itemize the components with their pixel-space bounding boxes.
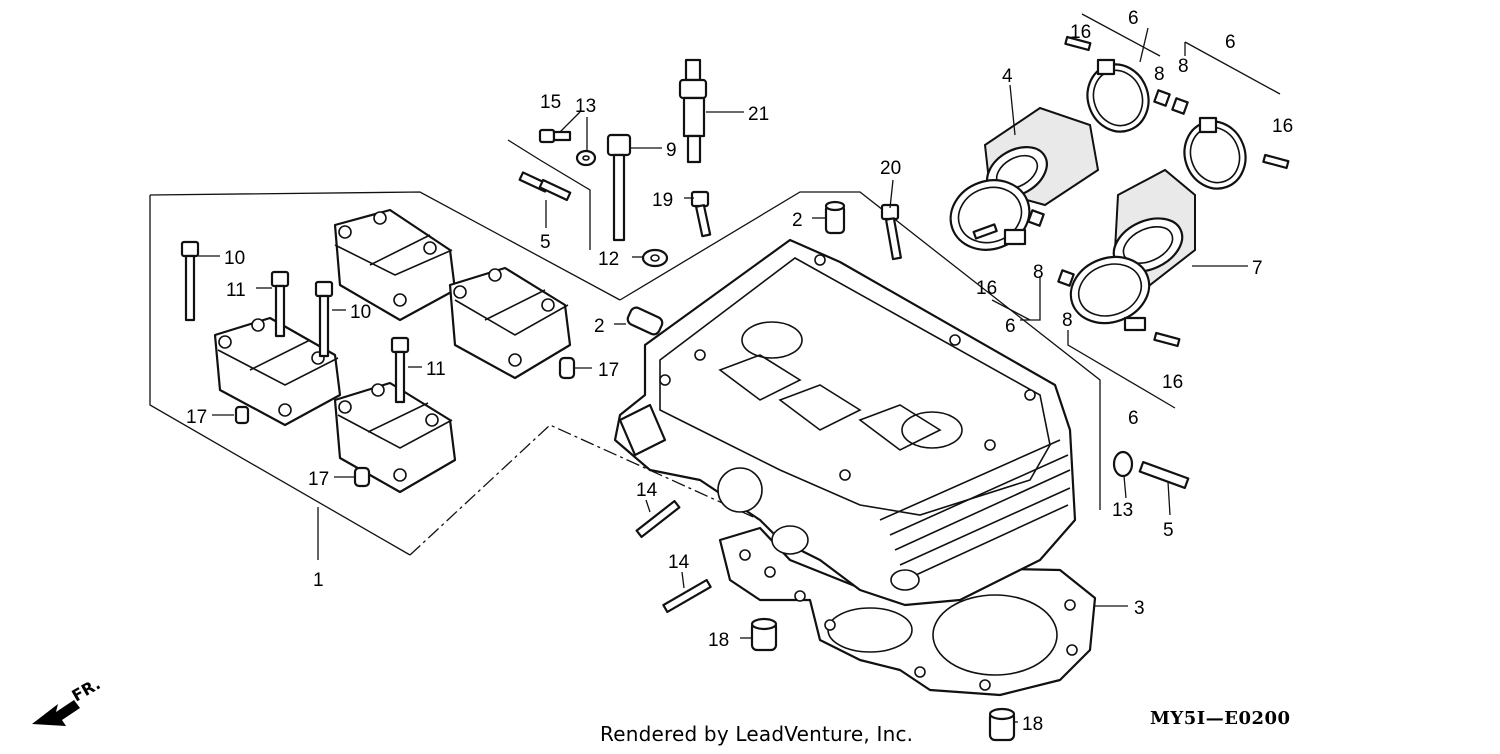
dowel-18-middle: [750, 617, 778, 652]
callout-20: 20: [880, 158, 901, 179]
callout-11: 11: [226, 280, 246, 301]
clip-nut-8-a: [1153, 89, 1171, 107]
callout-6: 6: [1005, 316, 1016, 337]
clamp-screw-16-a: [1064, 35, 1092, 52]
dowel-pin-2-middle: [626, 306, 664, 336]
camshaft-holder-upper-right: [448, 266, 572, 380]
insulator-7: [1112, 168, 1196, 287]
callout-9: 9: [666, 140, 677, 161]
callout-16: 16: [976, 278, 997, 299]
callout-6: 6: [1128, 408, 1139, 429]
callout-leaders: [198, 27, 1248, 723]
stud-14-lower: [662, 578, 712, 614]
callout-5: 5: [1163, 520, 1174, 541]
front-direction-marker: FR.: [32, 680, 104, 726]
callout-10: 10: [350, 302, 371, 323]
clamp-6-insulator-4-inner: [949, 179, 1031, 251]
holder-bolt-11-right: [390, 336, 410, 404]
camshaft-holder-group-outline: [149, 191, 761, 560]
callout-21: 21: [748, 104, 769, 125]
callout-13: 13: [575, 96, 596, 117]
callout-12: 12: [598, 249, 619, 270]
callout-labels: 16 6 8 8 6 16 4 15 13 21 9 19 20 2 5 12 …: [186, 8, 1293, 735]
washer-13-right: [1112, 450, 1134, 478]
stud-bolt-5-right: [1138, 460, 1190, 490]
callout-18: 18: [708, 630, 729, 651]
callout-17: 17: [186, 407, 207, 428]
holder-bolt-10-right: [314, 280, 334, 358]
plug-seal-group-outline: [507, 139, 591, 250]
callout-8: 8: [1154, 64, 1165, 85]
spark-plug-21: [678, 58, 708, 164]
callout-6: 6: [1225, 32, 1236, 53]
clamp-screw-16-d: [1153, 331, 1181, 348]
insulator-4: [983, 106, 1100, 207]
stud-14-upper: [635, 499, 681, 539]
dowel-17-left: [234, 405, 250, 425]
callout-18: 18: [1022, 714, 1043, 735]
holder-bolt-10-left: [180, 240, 200, 322]
callout-7: 7: [1252, 258, 1263, 279]
render-credit: Rendered by LeadVenture, Inc.: [600, 722, 914, 746]
callout-5: 5: [540, 232, 551, 253]
washer-13-top: [575, 149, 597, 167]
clamp-screw-16-c: [972, 223, 998, 240]
cylinder-head: [613, 238, 1077, 607]
callout-14: 14: [636, 480, 658, 501]
callout-13: 13: [1112, 500, 1133, 521]
callout-16: 16: [1162, 372, 1183, 393]
callout-8: 8: [1062, 310, 1073, 331]
dowel-18-bottom: [988, 707, 1016, 742]
clip-nut-8-d: [1057, 269, 1075, 287]
callout-14: 14: [668, 552, 690, 573]
callout-8: 8: [1178, 56, 1189, 77]
callout-16: 16: [1070, 22, 1091, 43]
clamp-6-insulator-7-inner: [1069, 255, 1151, 332]
diagram-reference-code: MY5I—E0200: [1150, 708, 1291, 729]
callout-6: 6: [1128, 8, 1139, 29]
callout-17: 17: [308, 469, 329, 490]
camshaft-holder-lower-right: [333, 381, 457, 494]
callout-1: 1: [313, 570, 324, 591]
camshaft-holder-lower-left: [213, 316, 342, 427]
sealing-washer-12: [641, 248, 669, 268]
callout-4: 4: [1002, 66, 1013, 87]
callout-8: 8: [1033, 262, 1044, 283]
cap-nut-bolt-9: [606, 133, 632, 242]
dowel-pin-2-top: [824, 200, 846, 235]
callout-2: 2: [594, 316, 605, 337]
camshaft-holder-upper-left: [333, 208, 457, 322]
front-arrow-icon: [32, 700, 80, 726]
callout-15: 15: [540, 92, 561, 113]
bolt-19: [690, 190, 712, 238]
holder-bolt-11-left: [270, 270, 290, 338]
callout-11: 11: [426, 359, 446, 380]
insulator-group-outline: [991, 13, 1281, 409]
callout-19: 19: [652, 190, 673, 211]
clip-nut-8-c: [1027, 209, 1045, 227]
bolt-15: [538, 128, 572, 144]
clamp-6-insulator-7-outer: [1183, 116, 1247, 190]
clamp-6-insulator-4-outer: [1086, 58, 1150, 133]
dowel-17-bottom: [353, 466, 371, 488]
callout-16: 16: [1272, 116, 1293, 137]
callout-17: 17: [598, 360, 619, 381]
clamp-screw-16-b: [1262, 153, 1290, 170]
callout-10: 10: [224, 248, 245, 269]
clip-nut-8-b: [1171, 97, 1189, 115]
dowel-17-right: [558, 356, 576, 380]
stud-bolt-5-top: [518, 171, 572, 202]
callout-3: 3: [1134, 598, 1145, 619]
bolt-20: [880, 203, 902, 261]
callout-2: 2: [792, 210, 803, 231]
